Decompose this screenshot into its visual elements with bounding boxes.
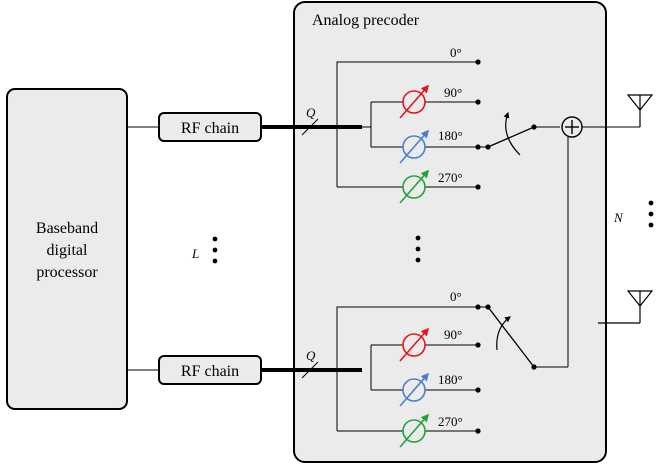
- baseband-label-line-3: processor: [36, 264, 98, 281]
- phase-shifter-90-lower-icon: [399, 327, 430, 362]
- baseband-label-line-2: digital: [47, 242, 88, 259]
- antenna-2-icon: [598, 290, 654, 324]
- q-bus-mark-1: Q: [301, 105, 319, 136]
- phase-label-180-upper: 180°: [438, 128, 463, 143]
- q-bus-mark-2: Q: [301, 348, 319, 379]
- l-ellipsis: L: [191, 236, 218, 264]
- q-symbol-1: Q: [306, 105, 316, 120]
- phase-label-180-lower: 180°: [438, 372, 463, 387]
- lower-switch: [478, 137, 569, 370]
- l-symbol: L: [191, 246, 199, 261]
- upper-switch: [478, 111, 560, 156]
- phase-label-0-lower: 0°: [450, 289, 462, 304]
- phase-label-270-lower: 270°: [438, 414, 463, 429]
- phase-label-270-upper: 270°: [438, 170, 463, 185]
- baseband-label-line-1: Baseband: [36, 220, 98, 237]
- q-symbol-2: Q: [306, 348, 316, 363]
- precoder-ellipsis: [415, 235, 421, 263]
- phase-shifter-270-upper-icon: [399, 169, 430, 204]
- combiner-adder-icon: [561, 116, 640, 138]
- n-symbol: N: [613, 210, 624, 225]
- analog-precoder-block: Analog precoder: [293, 1, 607, 463]
- phase-label-0-upper: 0°: [450, 45, 462, 60]
- baseband-processor-block: Baseband digital processor: [6, 88, 128, 410]
- rf-chain-1: RF chain: [127, 112, 362, 142]
- phase-shifter-90-upper-icon: [399, 84, 430, 119]
- n-ellipsis: N: [613, 200, 654, 228]
- rf-chain-2-label: RF chain: [181, 363, 239, 380]
- analog-precoder-title: Analog precoder: [312, 12, 420, 29]
- rf-chain-2: RF chain: [127, 355, 362, 385]
- phase-shifter-180-upper-icon: [399, 129, 430, 164]
- rf-chain-1-label: RF chain: [181, 120, 239, 137]
- phase-shifter-270-lower-icon: [399, 413, 430, 448]
- phase-label-90-lower: 90°: [444, 327, 462, 342]
- antenna-1-icon: [626, 94, 654, 127]
- phase-shifter-180-lower-icon: [399, 372, 430, 407]
- phase-label-90-upper: 90°: [444, 85, 462, 100]
